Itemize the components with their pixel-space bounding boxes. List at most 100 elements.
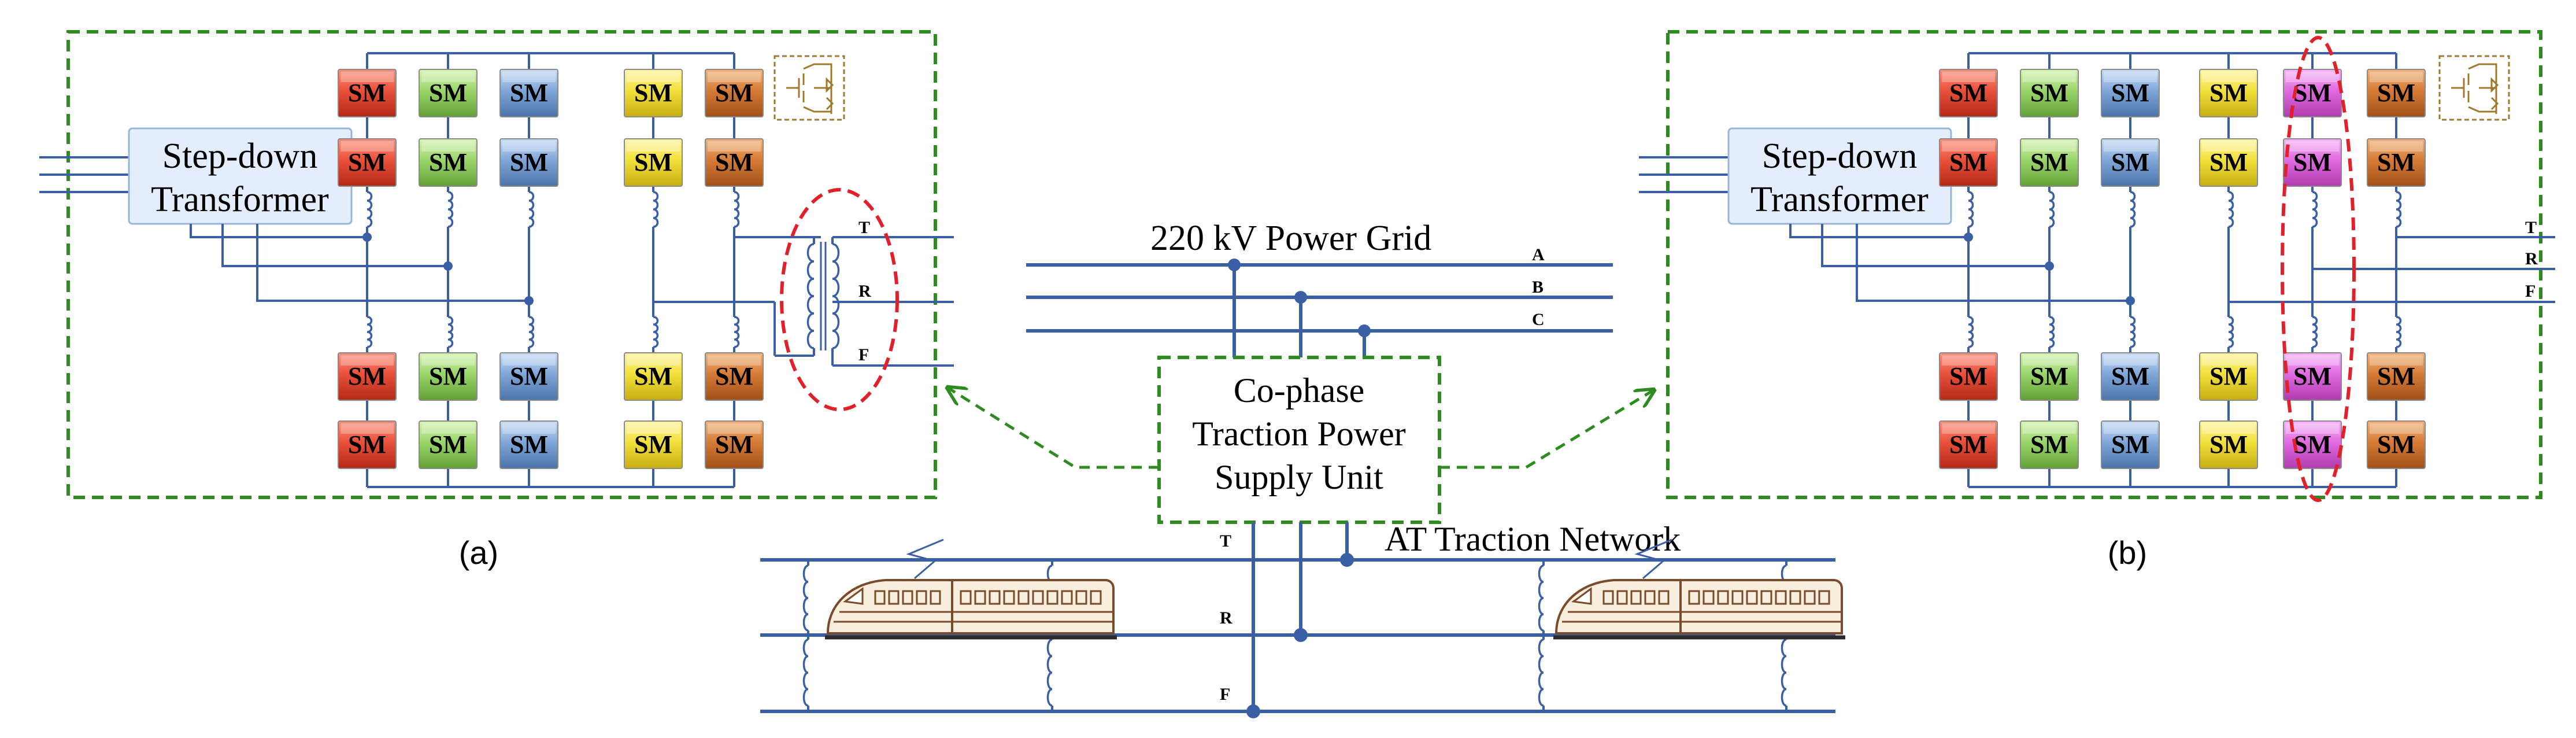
- sm-submodule: SM: [2101, 420, 2160, 469]
- sm-label: SM: [2111, 79, 2149, 107]
- sm-label: SM: [2377, 148, 2415, 176]
- sm-label: SM: [510, 148, 548, 176]
- sm-label: SM: [2209, 362, 2248, 390]
- sm-label: SM: [429, 362, 467, 390]
- train-icon: [1553, 538, 1845, 640]
- sm-label: SM: [348, 79, 386, 107]
- sm-label: SM: [715, 79, 753, 107]
- junction-dot: [1294, 628, 1308, 642]
- highlight-ellipse: [780, 188, 899, 411]
- junction-dot: [1340, 553, 1354, 567]
- coil-inductor-icon: [1968, 316, 1974, 348]
- coil-inductor-icon: [1968, 191, 1974, 228]
- sm-label: SM: [2293, 362, 2331, 390]
- sm-submodule: SM: [2367, 138, 2426, 187]
- sm-label: SM: [634, 79, 672, 107]
- sm-submodule: SM: [419, 69, 478, 117]
- sm-submodule: SM: [2283, 420, 2342, 469]
- sm-submodule: SM: [2199, 69, 2258, 117]
- sm-submodule: SM: [499, 138, 558, 187]
- sm-submodule: SM: [499, 69, 558, 117]
- output-label: F: [858, 345, 869, 364]
- sm-label: SM: [1949, 79, 1987, 107]
- coil-inductor-icon: [528, 316, 535, 348]
- sm-submodule: SM: [2283, 69, 2342, 117]
- coil-inductor-icon: [734, 316, 740, 348]
- sm-label: SM: [1949, 148, 1987, 176]
- panel-b-mmc-structure: Step-downTransformerSMSMSMSMSMSMSMSMSMSM…: [1639, 30, 2555, 502]
- sm-submodule: SM: [419, 352, 478, 401]
- junction-dot: [1228, 259, 1241, 271]
- sm-submodule: SM: [419, 138, 478, 187]
- sm-submodule: SM: [2367, 352, 2426, 401]
- sm-submodule: SM: [2020, 420, 2079, 469]
- output-label: F: [2525, 282, 2536, 301]
- sm-label: SM: [2209, 430, 2248, 459]
- sm-label: SM: [715, 148, 753, 176]
- panel-a-mmc-structure: Step-downTransformerSMSMSMSMSMSMSMSMSMSM…: [39, 30, 954, 499]
- coil-inductor-icon: [2049, 316, 2055, 348]
- sm-submodule: SM: [705, 69, 764, 117]
- sm-label: SM: [634, 148, 672, 176]
- junction-dot: [1246, 704, 1260, 718]
- sm-label: SM: [348, 148, 386, 176]
- arrow-to-panel-b: [1439, 391, 1652, 469]
- sm-label: SM: [510, 430, 548, 459]
- junction-dot: [524, 296, 534, 305]
- output-label: R: [2525, 249, 2538, 268]
- phase-feed-line: [221, 224, 448, 267]
- panel-frame: [66, 30, 937, 499]
- coil-inductor-icon: [1781, 639, 1787, 707]
- sm-label: SM: [2111, 148, 2149, 176]
- sm-submodule: SM: [1939, 420, 1998, 469]
- sm-label: SM: [2377, 79, 2415, 107]
- sm-submodule: SM: [2367, 69, 2426, 117]
- unit-label-line-1: Co-phase: [1234, 371, 1365, 409]
- sm-label: SM: [2377, 430, 2415, 459]
- grid-phase-label-b: B: [1532, 278, 1544, 297]
- unit-label-line-2: Traction Power: [1192, 415, 1405, 453]
- sm-submodule: SM: [2283, 138, 2342, 187]
- network-conductor-f-label: F: [1220, 685, 1230, 704]
- igbt-module-icon: [773, 55, 845, 121]
- phase-feed-line: [1789, 224, 1968, 238]
- panel-frame: [1666, 30, 2542, 499]
- sm-label: SM: [2030, 430, 2068, 459]
- caption-a: (a): [459, 534, 498, 571]
- sm-submodule: SM: [624, 352, 683, 401]
- junction-dot: [362, 233, 372, 242]
- output-label: R: [858, 282, 871, 301]
- phase-feed-line: [256, 224, 529, 302]
- sm-submodule: SM: [1939, 138, 1998, 187]
- sm-submodule: SM: [2101, 69, 2160, 117]
- output-label: T: [858, 218, 870, 237]
- coil-inductor-icon: [1538, 564, 1544, 632]
- sm-label: SM: [2293, 430, 2331, 459]
- unit-label-line-3: Supply Unit: [1215, 458, 1383, 496]
- sm-submodule: SM: [2101, 352, 2160, 401]
- sm-submodule: SM: [2199, 352, 2258, 401]
- sm-submodule: SM: [499, 352, 558, 401]
- junction-dot: [1294, 291, 1307, 304]
- sm-submodule: SM: [705, 420, 764, 469]
- grid-phase-label-a: A: [1532, 245, 1545, 264]
- sm-submodule: SM: [338, 138, 397, 187]
- junction-dot: [2126, 296, 2135, 305]
- sm-label: SM: [429, 430, 467, 459]
- coil-inductor-icon: [447, 191, 454, 228]
- coil-inductor-icon: [1538, 639, 1544, 707]
- sm-submodule: SM: [499, 420, 558, 469]
- sm-label: SM: [2111, 362, 2149, 390]
- grid-phase-label-c: C: [1532, 310, 1545, 329]
- coil-inductor-icon: [528, 191, 535, 228]
- sm-label: SM: [1949, 430, 1987, 459]
- sm-label: SM: [2209, 79, 2248, 107]
- sm-submodule: SM: [624, 420, 683, 469]
- sm-submodule: SM: [2283, 352, 2342, 401]
- sm-submodule: SM: [2367, 420, 2426, 469]
- sm-label: SM: [715, 362, 753, 390]
- coil-inductor-icon: [653, 316, 659, 348]
